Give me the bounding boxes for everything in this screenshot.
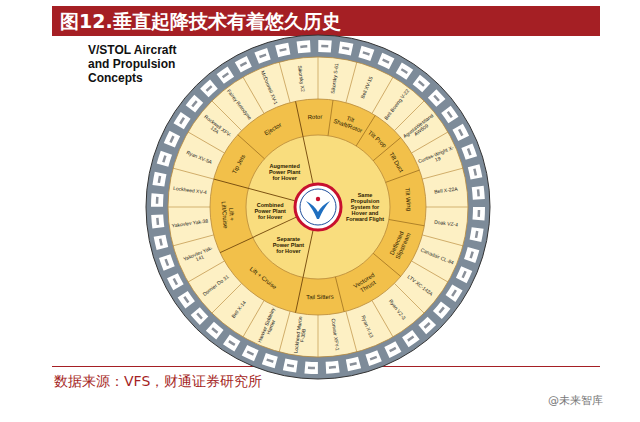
category-sector: Augmented Power Plant for Hover bbox=[265, 163, 305, 181]
source-caption: 数据来源：VFS，财通证券研究所 bbox=[54, 373, 262, 391]
category-label: Separate Power Plant for Hover bbox=[270, 236, 306, 254]
chart-heading: V/STOL Aircraft and Propulsion Concepts bbox=[88, 44, 200, 85]
concept-dividers bbox=[238, 100, 425, 312]
category-sector: Combined Power Plant for Hover bbox=[251, 202, 289, 220]
label-text: V/STOL Aircraft and Propulsion Concepts bbox=[88, 44, 200, 85]
concept-label: Rotor bbox=[302, 113, 328, 120]
category-sector: Separate Power Plant for Hover bbox=[270, 236, 306, 254]
concept-sector: Rotor bbox=[302, 113, 328, 120]
category-label: Augmented Power Plant for Hover bbox=[265, 163, 305, 181]
category-label: Same Propulsion System for Hover and For… bbox=[345, 192, 385, 222]
watermark: @未来智库 bbox=[548, 393, 603, 408]
label-text: @未来智库 bbox=[548, 393, 603, 408]
figure-title: 图12.垂直起降技术有着悠久历史 bbox=[60, 6, 341, 36]
center-logo bbox=[295, 184, 341, 230]
concept-sector: Tail Sitters bbox=[304, 293, 336, 300]
category-sector: Same Propulsion System for Hover and For… bbox=[345, 192, 385, 222]
wheel-rings bbox=[146, 35, 490, 379]
concept-label: Tail Sitters bbox=[304, 293, 336, 300]
name-dividers bbox=[168, 57, 468, 357]
category-label: Combined Power Plant for Hover bbox=[251, 202, 289, 220]
